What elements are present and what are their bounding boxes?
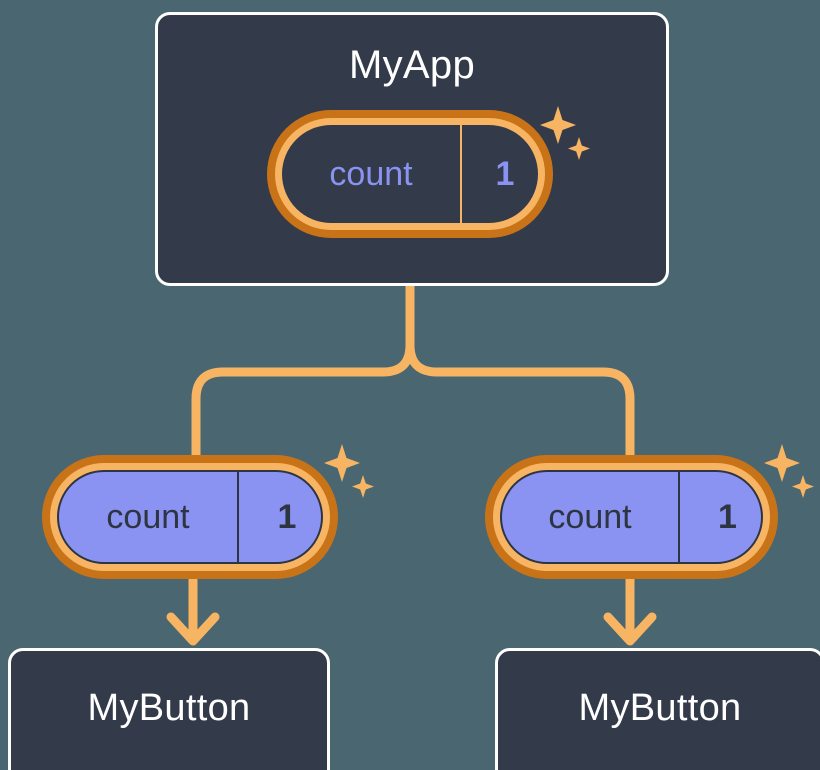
state-value: 1 <box>718 498 737 536</box>
state-pill-ring: count 1 <box>275 118 545 230</box>
branch-connector <box>191 281 415 475</box>
state-divider <box>460 125 462 223</box>
state-pill-myapp-count[interactable]: count 1 <box>267 110 553 238</box>
state-key: count <box>548 498 632 536</box>
state-pill-body: count 1 <box>57 470 323 564</box>
state-pill-body: count 1 <box>500 470 763 564</box>
state-key: count <box>329 155 413 193</box>
component-box-mybutton-right[interactable]: MyButton <box>495 648 820 770</box>
component-title-myapp: MyApp <box>349 43 475 87</box>
state-pill-ring: count 1 <box>493 463 770 571</box>
arrow-down-icon <box>166 612 220 646</box>
state-pill-body: count 1 <box>282 125 538 223</box>
arrow-down-icon <box>603 612 657 646</box>
component-title-mybutton: MyButton <box>87 687 251 729</box>
state-pill-ring: count 1 <box>50 463 330 571</box>
state-value: 1 <box>495 155 515 193</box>
state-pill-right-count[interactable]: count 1 <box>485 455 778 579</box>
state-pill-left-count[interactable]: count 1 <box>42 455 338 579</box>
branch-connector <box>405 281 635 475</box>
state-divider <box>237 472 239 562</box>
component-box-mybutton-left[interactable]: MyButton <box>8 648 330 770</box>
state-value: 1 <box>277 498 297 536</box>
state-key: count <box>106 498 190 536</box>
component-title-mybutton: MyButton <box>578 687 742 729</box>
state-divider <box>678 472 680 562</box>
